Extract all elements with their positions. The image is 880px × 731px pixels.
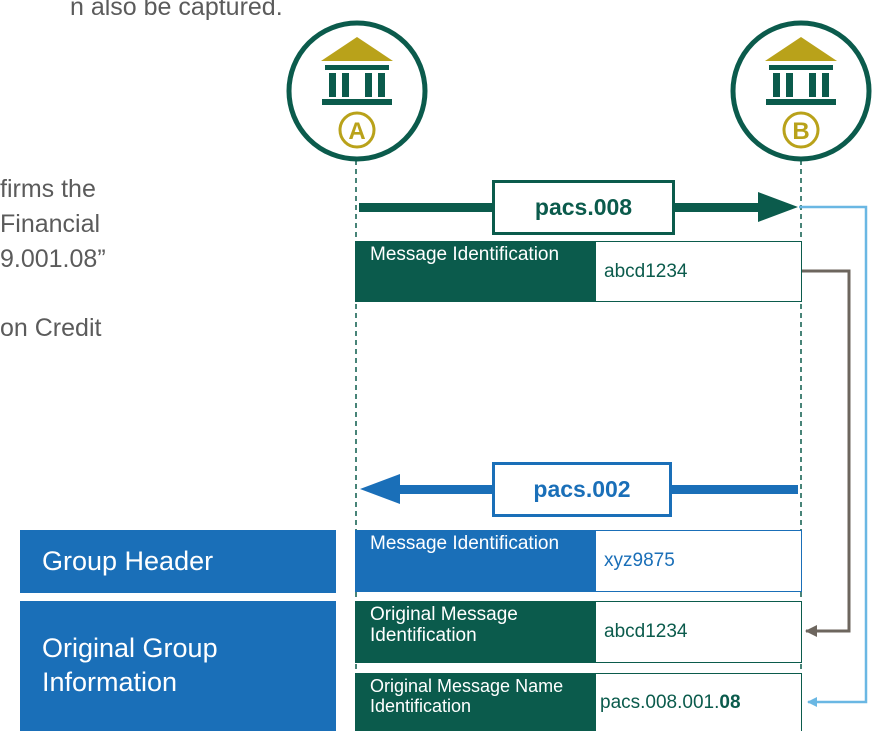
bank-b-letter: B: [792, 118, 809, 145]
body-line-3: 9.001.08”: [0, 245, 106, 273]
bank-b-node: B: [730, 20, 872, 162]
body-line-4: on Credit: [0, 314, 102, 342]
field-label: Original Message Identification: [356, 602, 596, 662]
field-label: Message Identification: [356, 531, 596, 591]
pacs002-message-identification: Message Identification xyz9875: [355, 530, 802, 592]
caption-fragment: n also be captured.: [70, 0, 283, 21]
body-line-1: firms the: [0, 175, 96, 203]
field-value: abcd1234: [596, 242, 801, 301]
pacs002-label: pacs.002: [492, 462, 672, 517]
msg-id-connector: [802, 269, 851, 637]
original-group-information-label: Original Group Information: [20, 601, 336, 731]
bank-a-letter: A: [348, 118, 365, 145]
bank-a-node: A: [286, 20, 428, 162]
field-value: abcd1234: [596, 602, 801, 662]
body-line-2: Financial: [0, 210, 101, 238]
bank-icon: [765, 37, 837, 105]
original-message-identification: Original Message Identification abcd1234: [355, 601, 802, 663]
pacs008-label: pacs.008: [492, 180, 675, 235]
value-prefix: pacs.008.001.: [600, 691, 720, 713]
original-message-name-identification: Original Message Name Identification pac…: [355, 673, 802, 731]
field-value: pacs.008.001.08: [596, 674, 801, 731]
pacs008-message-identification: Message Identification abcd1234: [355, 241, 802, 302]
field-label: Message Identification: [356, 242, 596, 301]
bank-icon: [321, 37, 393, 105]
value-version: 08: [719, 691, 741, 713]
field-label: Original Message Name Identification: [356, 674, 596, 731]
msg-name-connector: [799, 205, 868, 707]
field-value: xyz9875: [596, 531, 801, 591]
group-header-label: Group Header: [20, 530, 336, 593]
